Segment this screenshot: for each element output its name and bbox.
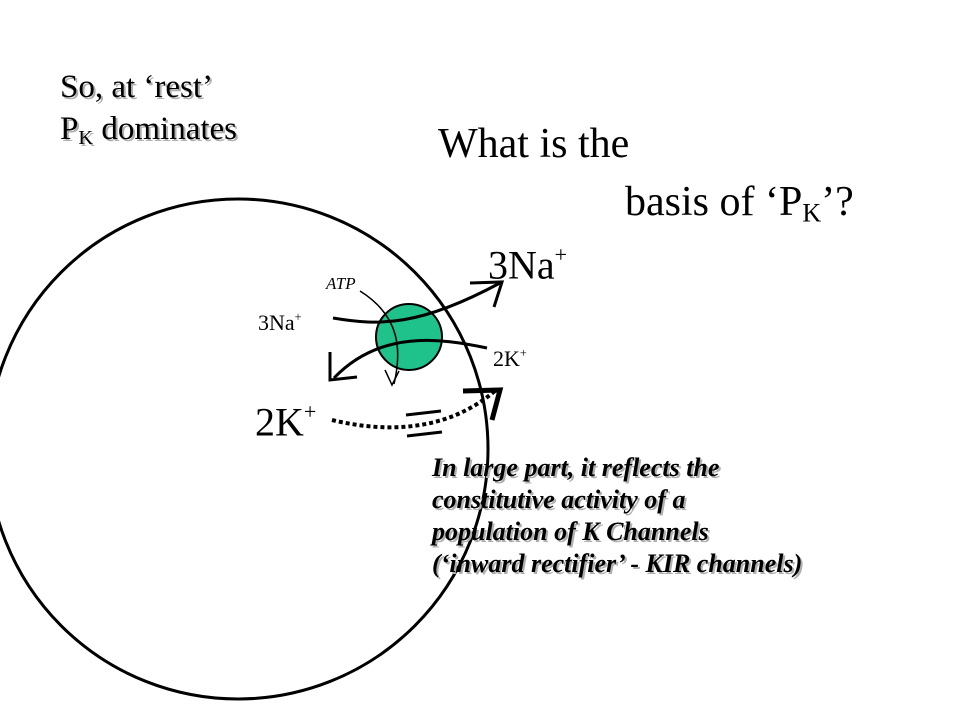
na-out-charge: +: [554, 242, 568, 267]
question-line1: What is the: [438, 121, 630, 167]
question-suffix: ’?: [821, 179, 854, 225]
k-pathway-arrow: [332, 338, 488, 380]
rest-note-dominates: dominates: [93, 111, 238, 147]
caption-line-3: population of K Channels: [432, 517, 709, 546]
na-in-base: 3Na: [258, 310, 295, 336]
atp-arrowhead: [384, 369, 400, 387]
na-out-label: 3Na+: [488, 232, 567, 289]
na-in-label: 3Na+: [258, 304, 301, 336]
k-large-label: 2K+: [255, 389, 316, 446]
k-arrowhead: [328, 352, 358, 382]
caption: In large part, it reflects the constitut…: [432, 452, 802, 580]
k-small-base: 2K: [493, 346, 520, 372]
caption-line-2: constitutive activity of a: [432, 485, 686, 514]
caption-line-4: (‘inward rectifier’ - KIR channels): [432, 549, 803, 578]
atp-label: ATP: [326, 274, 356, 293]
k-small-charge: +: [519, 346, 527, 360]
na-pathway-arrow: [332, 281, 501, 324]
question-line2: basis of ‘PK’?: [625, 178, 854, 238]
pk-symbol: P: [60, 111, 79, 147]
rest-note: So, at ‘rest’ PK dominates: [60, 66, 237, 159]
k-leak-arrowhead: [462, 387, 504, 421]
rest-note-line2: PK dominates: [60, 108, 237, 159]
atp-arrow: [359, 290, 399, 385]
question-subscript: K: [802, 198, 822, 228]
na-out-base: 3Na: [488, 242, 555, 288]
pk-subscript: K: [78, 127, 94, 150]
na-arrowhead: [469, 280, 505, 308]
cell-membrane: [0, 197, 490, 701]
rest-note-line1: So, at ‘rest’: [60, 69, 214, 105]
na-in-charge: +: [294, 310, 302, 324]
k-large-charge: +: [303, 399, 317, 424]
k-channel-bottom: [406, 430, 443, 438]
k-channel-top: [405, 409, 442, 417]
k-small-label: 2K+: [493, 340, 527, 372]
caption-line-1: In large part, it reflects the: [432, 453, 720, 482]
k-leak-flux: [331, 388, 498, 430]
question-prefix: basis of ‘P: [625, 179, 803, 225]
k-large-base: 2K: [255, 399, 304, 445]
